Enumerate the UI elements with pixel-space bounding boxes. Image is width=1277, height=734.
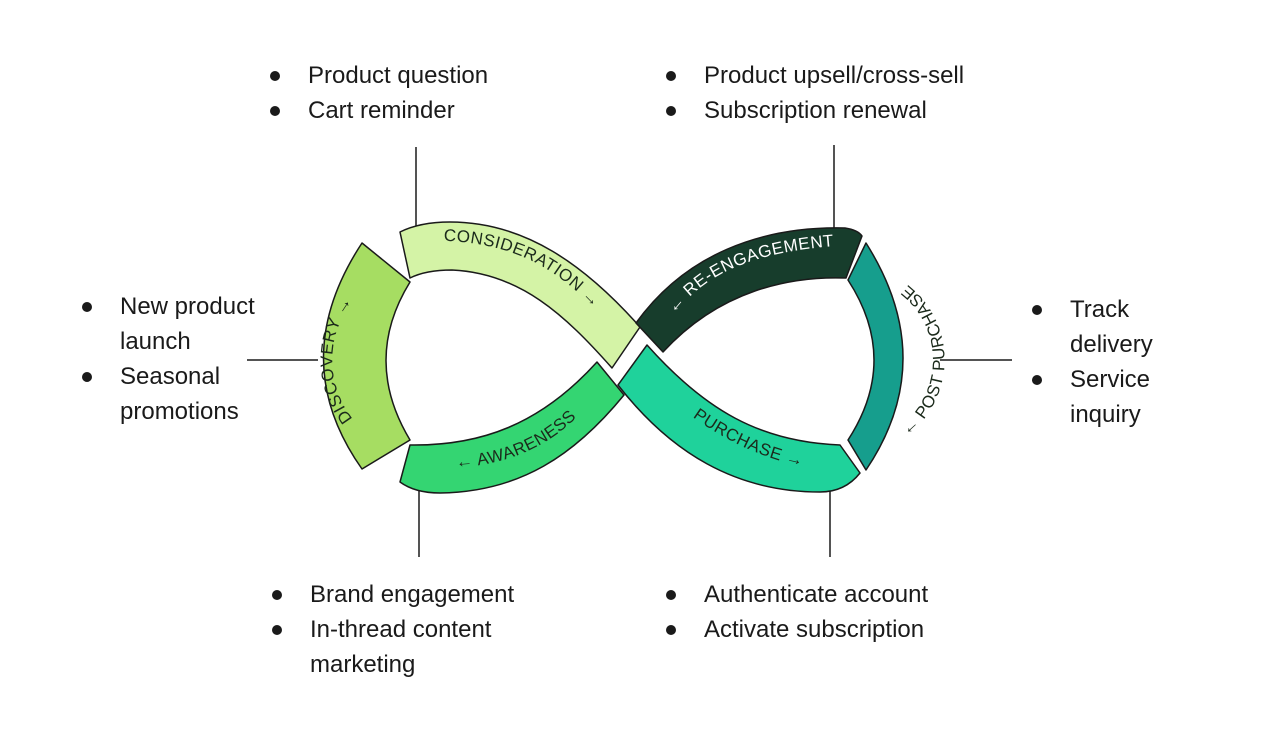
segment-label-post-purchase: ← POST PURCHASE xyxy=(897,281,948,438)
list-item: Track delivery xyxy=(1028,292,1188,362)
list-item: Product upsell/cross-sell xyxy=(662,58,964,93)
list-item: Cart reminder xyxy=(266,93,488,128)
list-item: New product launch xyxy=(78,289,278,359)
segment-purchase xyxy=(617,344,861,493)
segment-consideration xyxy=(399,221,641,369)
segment-discovery xyxy=(322,242,411,470)
callout-discovery: New product launch Seasonal promotions xyxy=(78,289,278,429)
list-item: Product question xyxy=(266,58,488,93)
callout-awareness: Brand engagement In-thread content marke… xyxy=(268,577,558,682)
segment-post-purchase xyxy=(847,242,904,471)
callout-re-engagement: Product upsell/cross-sell Subscription r… xyxy=(662,58,964,128)
list-item: Subscription renewal xyxy=(662,93,964,128)
callout-post-purchase: Track delivery Service inquiry xyxy=(1028,292,1188,432)
leader-lines xyxy=(247,145,1012,557)
segment-re-engagement xyxy=(635,227,863,353)
callout-consideration: Product question Cart reminder xyxy=(266,58,488,128)
segment-awareness xyxy=(399,361,625,494)
list-item: Brand engagement xyxy=(268,577,558,612)
list-item: Activate subscription xyxy=(662,612,928,647)
callout-purchase: Authenticate account Activate subscripti… xyxy=(662,577,928,647)
list-item: In-thread content marketing xyxy=(268,612,558,682)
list-item: Authenticate account xyxy=(662,577,928,612)
list-item: Service inquiry xyxy=(1028,362,1188,432)
list-item: Seasonal promotions xyxy=(78,359,278,429)
